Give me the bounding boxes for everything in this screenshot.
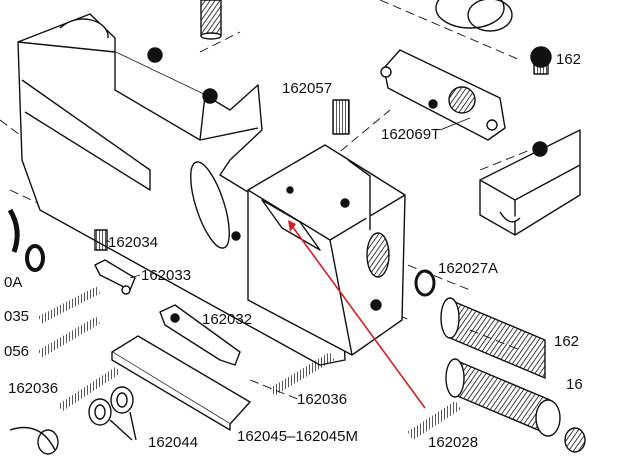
label-162044: 162044 (148, 434, 198, 451)
part-labels: 162057 162069T 162034 162033 162032 1620… (4, 51, 583, 451)
label-cut-16-low: 16 (566, 376, 583, 393)
label-cut-056: 056 (4, 343, 29, 360)
label-162027A: 162027A (438, 260, 498, 277)
part-162028-pin (407, 400, 461, 441)
part-162033-bracket (94, 259, 136, 295)
part-162045-plate (111, 335, 251, 431)
leader-lines (105, 117, 471, 279)
label-cut-162-top: 162 (556, 51, 581, 68)
knurled-cap-lower-right (564, 427, 586, 453)
part-162036-pin (269, 352, 335, 396)
top-set-screw (200, 0, 222, 40)
part-162027A-oring (414, 269, 436, 297)
part-162034-spring (94, 229, 108, 251)
label-cut-0A: 0A (4, 274, 22, 291)
label-162036-left: 162036 (8, 380, 58, 397)
knurled-cylinder-upper (440, 297, 546, 379)
o-rings-top (435, 0, 513, 32)
bolt-housing (247, 144, 406, 356)
right-rail (479, 129, 581, 236)
label-cut-035: 035 (4, 308, 29, 325)
label-162045: 162045–162045M (237, 428, 358, 445)
label-162028: 162028 (428, 434, 478, 451)
left-oring (7, 208, 45, 272)
part-162057-spring (332, 99, 350, 135)
pointer-arrow (288, 220, 426, 409)
label-cut-162-mid: 162 (554, 333, 579, 350)
label-162069T: 162069T (381, 126, 440, 143)
label-162033: 162033 (141, 267, 191, 284)
small-screw-top-right (530, 46, 552, 75)
knurled-cylinder-lower (445, 358, 561, 437)
label-162032: 162032 (202, 311, 252, 328)
left-pins (37, 286, 121, 412)
part-162069T-bar (380, 49, 506, 141)
label-162057: 162057 (282, 80, 332, 97)
bottom-left-fragment (9, 426, 59, 455)
part-162032-lever (159, 304, 241, 366)
label-162034: 162034 (108, 234, 158, 251)
part-162044-washers (88, 386, 137, 441)
label-162036-right: 162036 (297, 391, 347, 408)
